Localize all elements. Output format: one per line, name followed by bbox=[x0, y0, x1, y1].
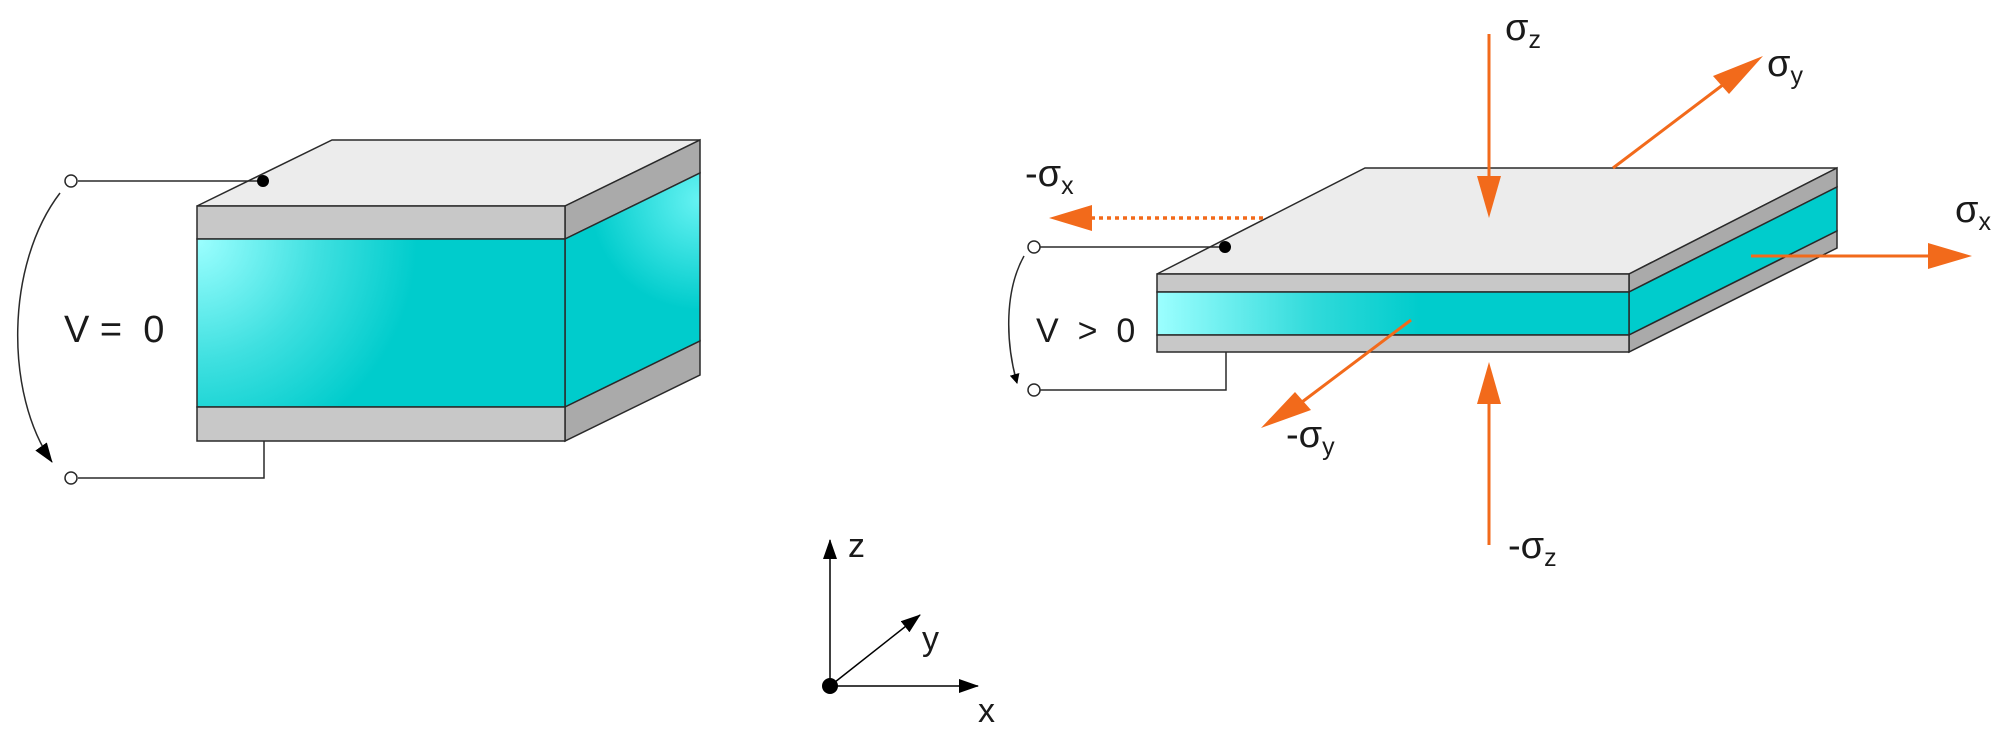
axis-label-z: z bbox=[848, 527, 865, 565]
axis-label-y: y bbox=[922, 620, 939, 658]
label-sigma-y-pos: σy bbox=[1767, 43, 1803, 90]
voltage-label-zero: V = 0 bbox=[64, 309, 164, 351]
top-contact-dot bbox=[257, 175, 269, 187]
top-terminal bbox=[1027, 240, 1041, 254]
bottom-electrode-front bbox=[1156, 334, 1630, 353]
label-sigma-z-pos: σz bbox=[1505, 7, 1541, 54]
axis-label-x: x bbox=[978, 692, 995, 730]
bottom-terminal bbox=[1027, 383, 1041, 397]
capacitor-actuated: V > 0 bbox=[1008, 166, 1838, 397]
voltage-arrow bbox=[17, 192, 61, 463]
y-axis bbox=[829, 614, 921, 687]
stress-arrowhead-sigma-y-pos bbox=[1713, 56, 1763, 94]
voltage-label-positive: V > 0 bbox=[1036, 312, 1135, 350]
stress-arrowhead-sigma-x-neg bbox=[1049, 205, 1092, 231]
stress-arrowhead-sigma-z-pos bbox=[1477, 176, 1501, 218]
stress-arrowhead-sigma-y-neg bbox=[1261, 392, 1311, 428]
stress-labels: σz σy σx -σx -σy -σz bbox=[1025, 7, 1991, 572]
voltage-arrow bbox=[1008, 255, 1025, 384]
origin-dot bbox=[822, 678, 838, 694]
stress-arrow-sigma-y-pos bbox=[1612, 82, 1725, 170]
stress-arrows bbox=[1049, 34, 1972, 545]
label-sigma-x-neg: -σx bbox=[1025, 153, 1074, 200]
bottom-terminal bbox=[64, 471, 78, 485]
bottom-electrode-front bbox=[196, 406, 566, 442]
dielectric-front bbox=[1156, 291, 1630, 336]
stress-arrow-sigma-y-neg bbox=[1301, 318, 1412, 404]
top-terminal bbox=[64, 174, 78, 188]
label-sigma-y-neg: -σy bbox=[1286, 414, 1335, 461]
label-sigma-z-neg: -σz bbox=[1508, 525, 1557, 572]
dielectric-front bbox=[196, 238, 566, 408]
coordinate-axes: z y x bbox=[822, 527, 995, 730]
capacitor-relaxed: V = 0 bbox=[17, 138, 701, 485]
label-sigma-x-pos: σx bbox=[1955, 189, 1991, 236]
bottom-wire bbox=[78, 441, 265, 479]
top-contact-dot bbox=[1219, 241, 1231, 253]
bottom-wire bbox=[1040, 352, 1227, 391]
top-electrode-front bbox=[196, 205, 566, 240]
top-electrode-front bbox=[1156, 273, 1630, 293]
stress-arrowhead-sigma-z-neg bbox=[1477, 362, 1501, 404]
stress-arrowhead-sigma-x-pos bbox=[1928, 243, 1972, 269]
